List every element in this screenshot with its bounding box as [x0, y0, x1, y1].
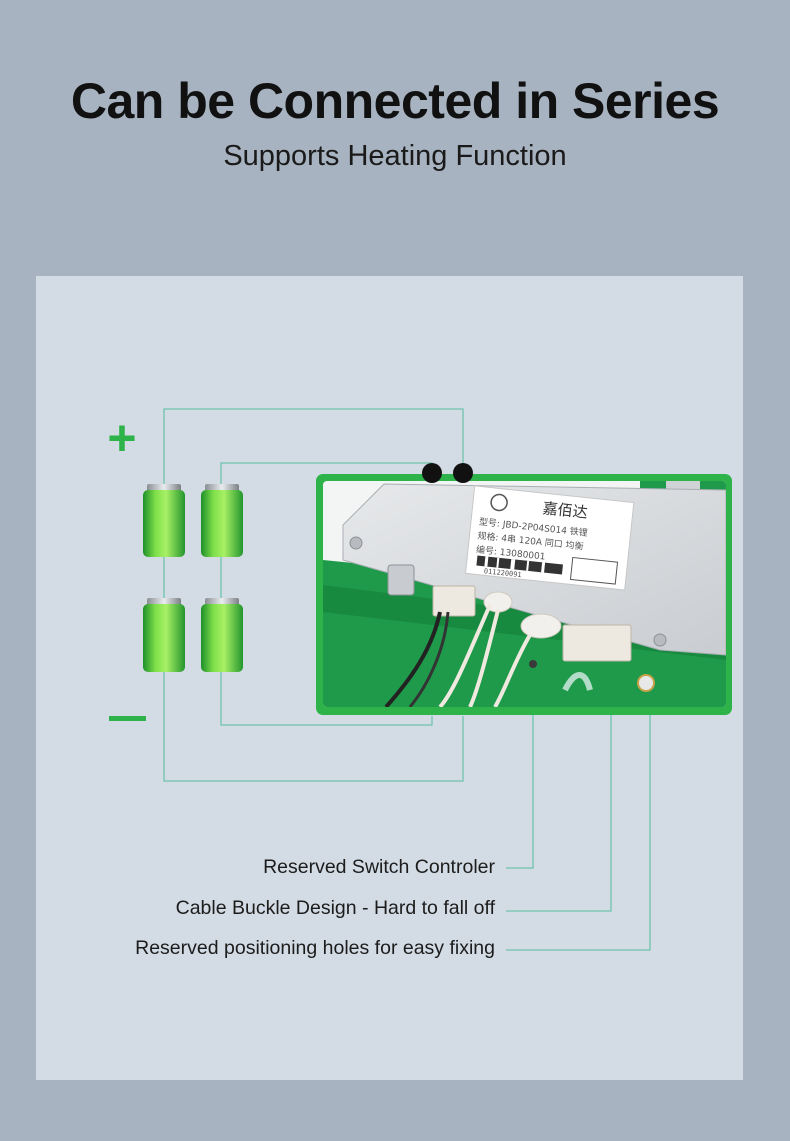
- page-title: Can be Connected in Series: [70, 73, 720, 129]
- bms-board-photo: 嘉佰达 型号: JBD-2P04S014 铁锂 规格: 4串 120A 同口 均…: [323, 481, 726, 707]
- board-brand-text: 嘉佰达: [542, 499, 589, 522]
- plus-symbol: +: [107, 410, 136, 466]
- minus-symbol: [109, 716, 146, 721]
- callout-switch-controller: Reserved Switch Controler: [263, 856, 495, 878]
- callout-positioning-holes: Reserved positioning holes for easy fixi…: [135, 937, 495, 959]
- page-subtitle: Supports Heating Function: [223, 140, 567, 172]
- battery-icon: [201, 598, 243, 672]
- board-serial-text: 011220091: [483, 567, 522, 579]
- battery-icon: [201, 484, 243, 557]
- connection-dot: [422, 463, 442, 483]
- callout-cable-buckle: Cable Buckle Design - Hard to fall off: [175, 897, 495, 919]
- series-wires: [163, 408, 651, 951]
- battery-icon: [143, 598, 185, 672]
- battery-icon: [143, 484, 185, 557]
- connection-dot: [453, 463, 473, 483]
